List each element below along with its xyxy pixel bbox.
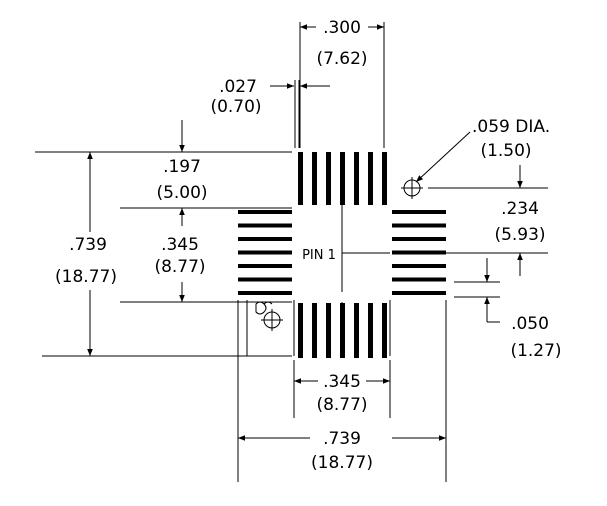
label-top-width-in: .300 [323,18,361,38]
label-left-span-in: .345 [161,235,199,255]
label-right-offset-in: .234 [501,199,539,219]
left-pad [238,210,292,214]
top-pad [312,152,317,205]
bottom-pad [326,303,331,358]
bottom-pad [340,303,345,358]
left-pad-column [238,210,292,295]
label-total-width-mm: (18.77) [311,453,373,473]
label-total-height-mm: (18.77) [55,267,117,287]
label-hole-dia-in: .059 DIA. [472,117,550,137]
right-pad [392,223,446,228]
label-top-width-mm: (7.62) [316,49,367,69]
right-pad [392,277,446,282]
label-top-offset-in: .197 [163,157,201,177]
left-pad [238,223,292,228]
label-top-offset-mm: (5.00) [156,183,207,203]
top-pad [298,152,303,205]
right-pad [392,210,446,214]
right-pad [392,237,446,241]
label-right-offset-mm: (5.93) [494,225,545,245]
left-pad [238,237,292,241]
right-pad [392,250,446,255]
tooling-hole-bottom-left [255,301,283,331]
right-pad [392,264,446,268]
right-pad-column [392,210,446,295]
bottom-pad [368,303,373,358]
label-bottom-span-mm: (8.77) [316,395,367,415]
left-pad [238,264,292,268]
left-pad [238,277,292,282]
tooling-hole-top-right [401,177,423,199]
label-pitch-in: .050 [511,314,549,334]
right-pad [392,291,446,295]
dimension-lines [87,24,523,441]
bottom-pad [312,303,317,358]
label-pitch-mm: (1.27) [510,341,561,361]
bottom-pad [354,303,359,358]
bottom-pad-row [298,303,387,358]
top-pad [354,152,359,205]
bottom-pad [298,303,303,358]
label-total-width-in: .739 [323,429,361,449]
top-pad [326,152,331,205]
top-pad [382,152,387,205]
label-bottom-span-in: .345 [323,372,361,392]
label-pin1: PIN 1 [302,248,336,263]
label-pad-width-in: .027 [219,77,257,97]
bottom-pad [382,303,387,358]
left-pad [238,291,292,295]
label-total-height-in: .739 [69,235,107,255]
left-pad [238,250,292,255]
label-hole-dia-mm: (1.50) [480,141,531,161]
label-left-span-mm: (8.77) [154,257,205,277]
top-pad [368,152,373,205]
label-pad-width-mm: (0.70) [210,97,261,117]
